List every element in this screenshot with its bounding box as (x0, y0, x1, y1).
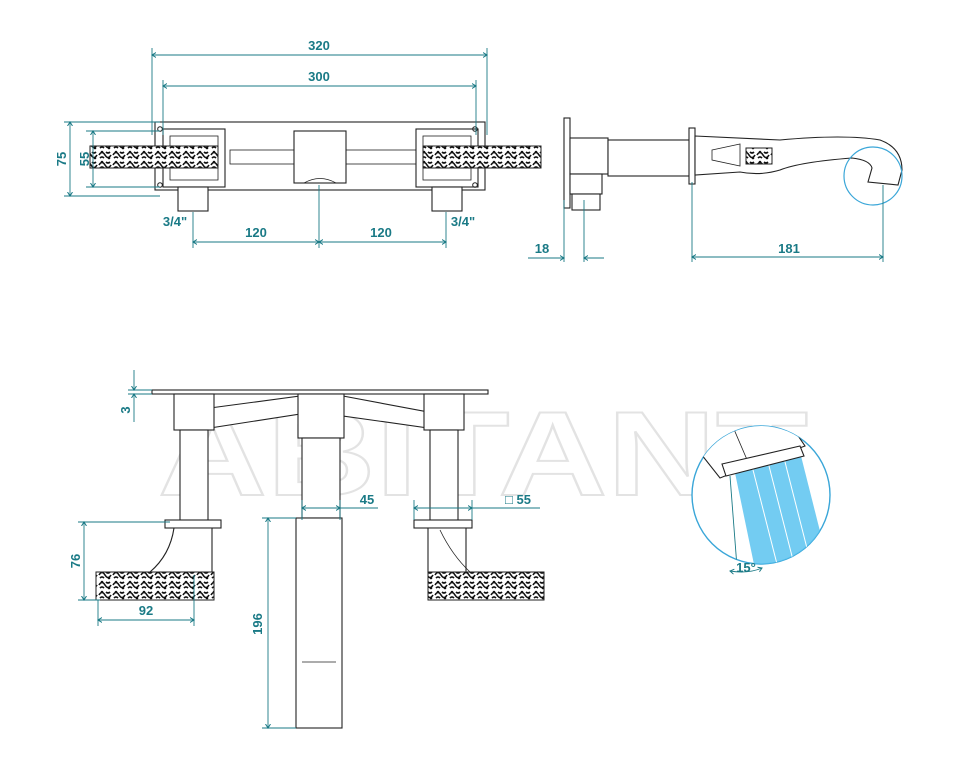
front-view (89, 121, 542, 212)
angle-15-label: 15° (736, 560, 756, 575)
elevation-dimensions: 3 45 □ 55 76 92 196 (68, 370, 540, 728)
front-view-dimensions: 320 300 75 55 3/4" 3/4" 120 120 (54, 38, 487, 248)
dim-92-label: 92 (139, 603, 153, 618)
dim-55-label: 55 (77, 152, 92, 166)
thread-left-label: 3/4" (163, 214, 187, 229)
dim-75-label: 75 (54, 152, 69, 166)
dim-76-label: 76 (68, 554, 83, 568)
dim-55-square-label: □ 55 (505, 492, 531, 507)
dim-300-label: 300 (308, 69, 330, 84)
dim-45-label: 45 (360, 492, 374, 507)
dim-181-label: 181 (778, 241, 800, 256)
dim-196-label: 196 (250, 613, 265, 635)
elevation-view (95, 389, 545, 729)
dim-18-label: 18 (535, 241, 549, 256)
thread-right-label: 3/4" (451, 214, 475, 229)
side-view (563, 117, 903, 211)
dim-120-right-label: 120 (370, 225, 392, 240)
dim-120-left-label: 120 (245, 225, 267, 240)
spout-detail-circle: 15° (691, 425, 831, 575)
dim-3-label: 3 (118, 406, 133, 413)
dim-320-label: 320 (308, 38, 330, 53)
side-view-dimensions: 18 181 (528, 182, 883, 262)
